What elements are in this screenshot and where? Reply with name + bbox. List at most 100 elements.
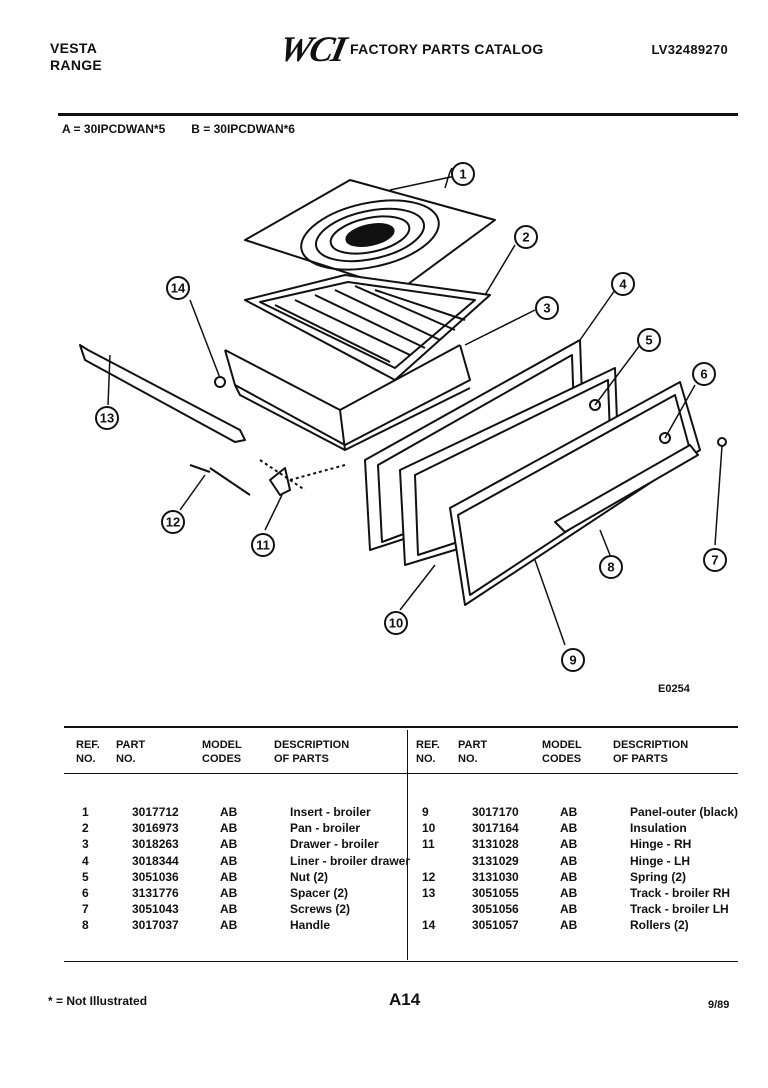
header-part-line1: PART (116, 739, 146, 751)
table-bottom-rule (64, 961, 738, 962)
callout-label-5: 5 (645, 333, 652, 348)
spacer-drawing (659, 432, 671, 444)
callout-label-12: 12 (166, 515, 180, 530)
header-model-line1: MODEL (202, 739, 242, 751)
page-number: A14 (389, 990, 421, 1009)
broiler-pan-drawing (244, 274, 491, 381)
header-ref-line2: NO. (416, 753, 436, 765)
header-model-line2: CODES (542, 753, 582, 765)
header-model-line2: CODES (202, 753, 242, 765)
callout-label-9: 9 (569, 653, 576, 668)
callout-label-14: 14 (171, 281, 186, 296)
revision-date: 9/89 (708, 999, 730, 1011)
catalog-header: WCI FACTORY PARTS CATALOG (276, 28, 544, 70)
not-illustrated-note: * = Not Illustrated (48, 994, 148, 1008)
wci-logo: WCI (275, 29, 349, 69)
product-name: RANGE (50, 57, 103, 73)
outer-panel-drawing (449, 381, 701, 606)
exploded-parts-diagram: 1 2 3 4 5 6 7 8 9 10 11 12 13 14 (79, 162, 727, 672)
broiler-drawer-drawing (224, 344, 471, 451)
callout-label-10: 10 (389, 616, 403, 631)
callout-label-2: 2 (522, 230, 529, 245)
callout-11 (251, 533, 275, 557)
callout-5 (637, 328, 661, 352)
callout-13 (95, 406, 119, 430)
callout-label-4: 4 (619, 277, 627, 292)
header-desc-line1: DESCRIPTION (613, 739, 689, 751)
header-ref-right: REF. NO. (416, 738, 440, 766)
header-model-right: MODEL CODES (542, 738, 582, 766)
brand-block: VESTA RANGE (50, 40, 102, 74)
screw-drawing (717, 437, 727, 447)
spring-drawing (189, 464, 251, 496)
header-ref-line1: REF. (416, 739, 440, 751)
model-a: A = 30IPCDWAN*5 (62, 122, 166, 136)
header-ref-line2: NO. (76, 753, 96, 765)
callout-label-7: 7 (711, 553, 718, 568)
callout-12 (161, 510, 185, 534)
header-part-line1: PART (458, 739, 488, 751)
header-part-line2: NO. (458, 753, 478, 765)
callout-14 (166, 276, 190, 300)
header-ref-line1: REF. (76, 739, 100, 751)
catalog-title: FACTORY PARTS CATALOG (350, 41, 544, 57)
table-column-divider (407, 730, 408, 960)
callout-9 (561, 648, 585, 672)
callout-label-6: 6 (700, 367, 707, 382)
header-ref-left: REF. NO. (76, 738, 100, 766)
catalog-number: LV32489270 (651, 42, 728, 57)
model-list: A = 30IPCDWAN*5 B = 30IPCDWAN*6 (62, 122, 295, 136)
header-rule (58, 113, 738, 116)
header-desc-line1: DESCRIPTION (274, 739, 350, 751)
broiler-track-drawing (79, 344, 246, 443)
table-header-rule (64, 773, 738, 774)
callout-1 (451, 162, 475, 186)
callout-10 (384, 611, 408, 635)
diagram-code: E0254 (658, 683, 690, 695)
hinge-drawing (269, 467, 291, 496)
header-part-right: PART NO. (458, 738, 487, 766)
callout-label-1: 1 (459, 167, 466, 182)
broiler-insert-drawing (244, 179, 496, 291)
header-model-left: MODEL CODES (202, 738, 242, 766)
callout-4 (611, 272, 635, 296)
header-desc-line2: OF PARTS (613, 753, 668, 765)
callout-6 (692, 362, 716, 386)
roller-drawing (214, 376, 226, 388)
table-top-rule (64, 726, 738, 728)
handle-drawing (554, 444, 699, 533)
header-desc-left: DESCRIPTION OF PARTS (274, 738, 349, 766)
header-model-line1: MODEL (542, 739, 582, 751)
header-desc-right: DESCRIPTION OF PARTS (613, 738, 688, 766)
callout-2 (514, 225, 538, 249)
callout-8 (599, 555, 623, 579)
model-b: B = 30IPCDWAN*6 (191, 122, 295, 136)
callout-label-13: 13 (100, 411, 114, 426)
callout-3 (535, 296, 559, 320)
callout-label-11: 11 (256, 538, 270, 553)
callout-7 (703, 548, 727, 572)
callout-label-3: 3 (543, 301, 550, 316)
callout-label-8: 8 (607, 560, 614, 575)
brand-name: VESTA (50, 40, 98, 56)
header-part-line2: NO. (116, 753, 136, 765)
nut-drawing (589, 399, 601, 411)
header-part-left: PART NO. (116, 738, 145, 766)
